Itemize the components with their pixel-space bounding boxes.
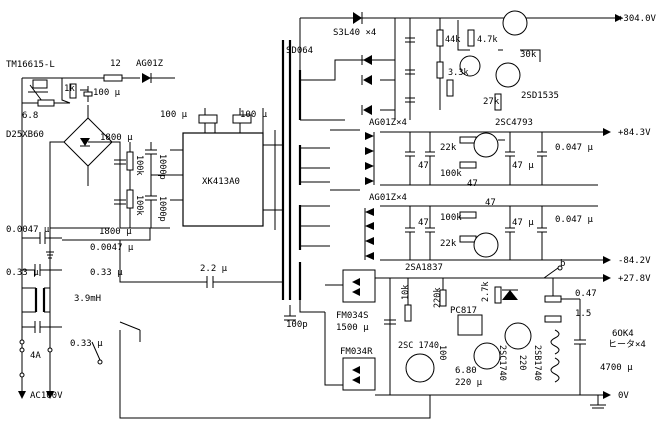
pos-84-section: [300, 128, 611, 191]
label-fm34r: FM034R: [340, 347, 373, 357]
label-r680: 6.80: [455, 366, 477, 376]
label-q2sb1740: 2SB1740: [532, 345, 542, 381]
label-ic: XK413A0: [202, 177, 240, 187]
label-r10k: 10k: [401, 285, 411, 300]
label-sd064: SD064: [286, 46, 313, 56]
label-c47-b: 47: [467, 179, 478, 189]
label-r100k-b: 100k: [134, 195, 144, 215]
label-heater2: ヒータ×4: [608, 339, 646, 350]
label-c033-a: 0.33 μ: [6, 268, 39, 278]
label-r47k: 4.7k: [477, 35, 497, 45]
label-ag01z: AG01Z: [136, 59, 164, 69]
smoothing-caps: [88, 141, 170, 229]
label-heater: 6OK4: [612, 329, 634, 339]
label-c47-a: 47: [418, 161, 429, 171]
label-c0047-b: 0.0047 μ: [90, 243, 134, 253]
label-tm: TM16615-L: [6, 60, 55, 70]
label-r100k-a: 100k: [134, 155, 144, 175]
label-pc817: PC817: [450, 306, 477, 316]
label-sw-b: b: [560, 259, 565, 269]
label-c033-b2: 0.33 μ: [70, 339, 103, 349]
label-c100u-ic2: 100 μ: [240, 110, 268, 120]
controller-ic: [151, 108, 275, 227]
label-out-0: 0V: [618, 391, 629, 401]
label-r100k-d: 100k: [440, 213, 462, 223]
label-r220k: 220k: [433, 288, 443, 308]
label-c220: 220 μ: [455, 378, 483, 388]
label-q2sd1535: 2SD1535: [521, 91, 559, 101]
label-c47-e: 47: [485, 198, 496, 208]
ac-input-section: [18, 73, 175, 399]
label-r100k-c: 100k: [440, 169, 462, 179]
label-r22k-b: 22k: [440, 239, 457, 249]
label-out-278: +27.8V: [618, 274, 651, 284]
label-r68: 6.8: [22, 111, 38, 121]
label-c1000p-b: 1000p: [157, 196, 167, 222]
label-c47-d: 47: [418, 218, 429, 228]
label-r047: 0.47: [575, 289, 597, 299]
label-out-843: +84.3V: [618, 128, 651, 138]
hv-304-section: [300, 10, 623, 121]
label-r27k-b: 2.7k: [481, 282, 491, 302]
label-r33k: 3.3k: [448, 68, 468, 78]
label-r12: 12: [110, 59, 121, 69]
label-c47-f: 47 μ: [512, 218, 534, 228]
label-q2sc1740-a: 2SC 1740: [398, 341, 439, 351]
label-c0047-a: 0.0047 μ: [6, 225, 50, 235]
label-r27k: 27k: [483, 97, 500, 107]
heater-27v-section: [324, 265, 611, 409]
label-ag01z4-b: AG01Z×4: [369, 193, 407, 203]
coupling-cap: [62, 228, 283, 288]
label-bridge: D25XB60: [6, 130, 44, 140]
label-c47-c: 47 μ: [512, 161, 534, 171]
labels: TM16615-L 12 AG01Z 1k 100 μ 6.8 D25XB60 …: [6, 14, 657, 401]
label-c100p: 100p: [286, 320, 308, 330]
label-c100u-ic1: 100 μ: [160, 110, 188, 120]
label-out-842: -84.2V: [618, 256, 651, 266]
label-ac: AC100V: [30, 391, 63, 401]
label-s3l40: S3L40 ×4: [333, 28, 376, 38]
label-c100u-top: 100 μ: [93, 88, 121, 98]
label-fuse: 4A: [30, 351, 41, 361]
label-c1000p-a: 1000p: [157, 154, 167, 180]
label-c22u: 2.2 μ: [200, 264, 228, 274]
main-transformer: [274, 17, 610, 321]
label-c1800-a: 1800 μ: [100, 133, 133, 143]
label-choke: 3.9mH: [74, 294, 101, 304]
label-r220-b: 220: [517, 355, 527, 370]
label-r30k: 30k: [520, 50, 537, 60]
label-r15: 1.5: [575, 309, 591, 319]
label-c0047-d: 0.047 μ: [555, 215, 594, 225]
label-out-304: +304.0V: [618, 14, 657, 24]
label-r44k: 44k: [445, 35, 460, 45]
label-q2sa1837: 2SA1837: [405, 263, 443, 273]
label-c1500: 1500 μ: [336, 323, 369, 333]
label-q2sc4793: 2SC4793: [495, 118, 533, 128]
label-r1k: 1k: [64, 84, 75, 94]
label-q2sc1740-b: 2SC1740: [497, 345, 507, 381]
bridge-rectifier: [49, 105, 121, 228]
label-c033-b: 0.33 μ: [90, 268, 123, 278]
label-c1800-b: 1800 μ: [99, 227, 132, 237]
label-c0047-c: 0.047 μ: [555, 143, 594, 153]
label-fm34s: FM034S: [336, 311, 369, 321]
label-r100: 100: [437, 345, 447, 360]
neg-84-section: [300, 205, 611, 264]
label-c4700: 4700 μ: [600, 363, 633, 373]
label-ag01z4-a: AG01Z×4: [369, 118, 407, 128]
label-r22k-a: 22k: [440, 143, 457, 153]
